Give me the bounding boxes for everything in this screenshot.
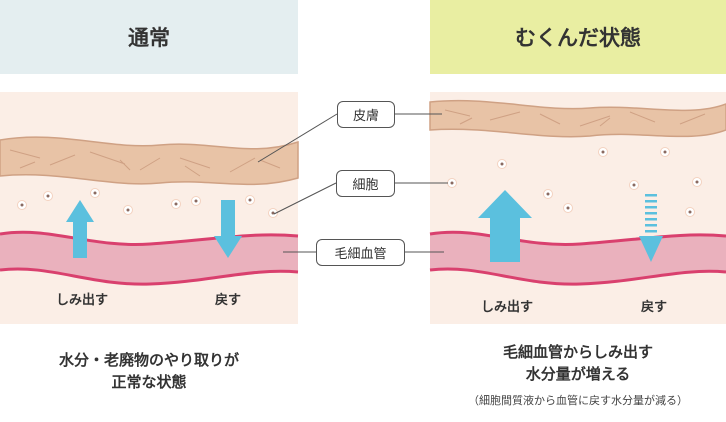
normal-seep-arrow xyxy=(66,200,94,258)
normal-cells xyxy=(17,188,278,218)
normal-skin xyxy=(0,136,299,186)
callout-capillary: 毛細血管 xyxy=(316,239,405,266)
swollen-caption-note: （細胞間質液から血管に戻す水分量が減る） xyxy=(468,394,688,407)
normal-return-arrow xyxy=(214,200,242,258)
header-normal-label: 通常 xyxy=(128,26,170,50)
normal-capillary-wall-top xyxy=(0,230,299,246)
swollen-capillary-wall-bottom xyxy=(429,267,726,286)
header-normal: 通常 xyxy=(0,0,298,74)
swollen-return-label: 戻す xyxy=(640,300,668,315)
header-swollen-label: むくんだ状態 xyxy=(515,26,641,50)
callout-leaders xyxy=(257,113,448,253)
normal-capillary-wall-bottom xyxy=(0,267,299,286)
callout-cell-label: 細胞 xyxy=(352,178,379,193)
normal-skin-texture xyxy=(9,149,281,177)
callout-capillary-label: 毛細血管 xyxy=(334,247,387,262)
normal-panel xyxy=(0,92,299,324)
normal-return-label: 戻す xyxy=(214,293,242,308)
normal-caption: 水分・老廃物のやり取りが 正常な状態 xyxy=(0,349,298,393)
swollen-caption-line2: 水分量が増える xyxy=(525,365,631,383)
callout-cell: 細胞 xyxy=(336,170,395,197)
swollen-capillary-wall-top xyxy=(429,230,726,246)
normal-caption-line1: 水分・老廃物のやり取りが xyxy=(58,351,239,369)
swollen-panel xyxy=(429,92,726,324)
swollen-caption-line1: 毛細血管からしみ出す xyxy=(502,343,653,361)
swollen-return-arrow xyxy=(639,194,663,262)
swollen-caption: 毛細血管からしみ出す 水分量が増える xyxy=(430,341,726,385)
normal-tissue-bg xyxy=(0,92,298,324)
normal-seep-label: しみ出す xyxy=(55,293,109,308)
swollen-seep-label: しみ出す xyxy=(480,300,534,315)
swollen-cells xyxy=(447,147,702,217)
swollen-skin-texture xyxy=(444,109,706,127)
header-swollen: むくんだ状態 xyxy=(430,0,726,74)
swollen-seep-arrow xyxy=(478,190,532,262)
callout-skin: 皮膚 xyxy=(337,101,395,128)
callout-skin-label: 皮膚 xyxy=(352,109,379,124)
normal-caption-line2: 正常な状態 xyxy=(111,373,187,391)
swollen-skin xyxy=(429,99,726,138)
